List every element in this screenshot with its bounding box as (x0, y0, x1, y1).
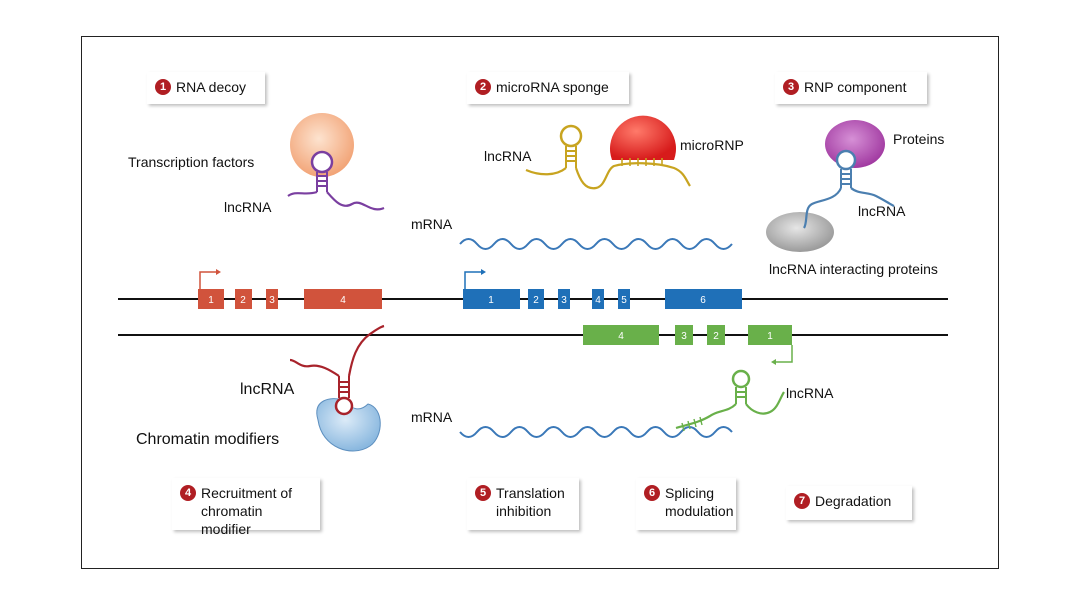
red-exon-label: 2 (240, 295, 246, 306)
lncrna-interacting-proteins-label: lncRNA interacting proteins (769, 261, 938, 277)
lncrna-sponge-label: lncRNA (484, 148, 532, 164)
green-exon-label: 2 (713, 331, 719, 342)
mechanism-label: RNA decoy (176, 79, 247, 95)
mechanism-number-badge: 6 (644, 485, 660, 501)
blue-exon-label: 5 (621, 295, 627, 306)
blue-gene-tss-arrow (464, 271, 481, 290)
transcription-factor-shape (290, 113, 354, 177)
mechanism-label: microRNA sponge (496, 79, 609, 95)
green-gene: 4 3 2 1 (583, 325, 793, 365)
micro-rnp-shape (610, 115, 676, 160)
mechanism-number-badge: 3 (783, 79, 799, 95)
green-gene-tss-arrow (776, 345, 793, 363)
rna-decoy-illustration (287, 113, 385, 211)
mechanism-splicing-modulation: 6 Splicing modulation (636, 478, 736, 530)
green-exon (707, 325, 725, 345)
lncrna-chromatin-label: lncRNA (240, 381, 295, 398)
green-exon (675, 325, 693, 345)
red-exon-label: 3 (269, 295, 275, 306)
splicing-lncrna-illustration (675, 369, 785, 432)
lncrna-splicing-strand (675, 391, 785, 430)
mechanism-number-badge: 7 (794, 493, 810, 509)
blue-exon-label: 3 (561, 295, 567, 306)
interacting-protein-shape (766, 212, 834, 252)
microrNP-label: microRNP (680, 137, 744, 153)
blue-exon (528, 289, 544, 309)
blue-exon-label: 6 (700, 295, 706, 306)
proteins-label: Proteins (893, 131, 945, 147)
mechanism-number-badge: 1 (155, 79, 171, 95)
red-exon (266, 289, 278, 309)
mechanism-label: Recruitment of (201, 485, 293, 501)
mechanism-microrna-sponge: 2 microRNA sponge (467, 72, 629, 104)
mrna-bottom-label: mRNA (411, 409, 453, 425)
mrna-top-label: mRNA (411, 216, 453, 232)
blue-exon (463, 289, 520, 309)
mechanism-label: RNP component (804, 79, 907, 95)
blue-exon (618, 289, 630, 309)
transcription-factors-label: Transcription factors (128, 154, 255, 170)
mechanism-number-badge: 4 (180, 485, 196, 501)
mechanism-rna-decoy: 1 RNA decoy (147, 72, 265, 104)
red-exon-label: 1 (208, 295, 214, 306)
green-exon (748, 325, 792, 345)
mechanism-label: chromatin modifier (201, 503, 263, 537)
mechanism-label: modulation (665, 503, 734, 519)
blue-exon-label: 4 (595, 295, 601, 306)
blue-exon-label: 2 (533, 295, 539, 306)
lncrna-sponge-strand (525, 162, 691, 190)
mechanism-chromatin-recruitment: 4 Recruitment of chromatin modifier (172, 478, 320, 537)
blue-exon-label: 1 (488, 295, 494, 306)
mechanism-degradation: 7 Degradation (786, 486, 912, 520)
green-exon-label: 1 (767, 331, 773, 342)
red-exon (235, 289, 252, 309)
chromatin-modifiers-label: Chromatin modifiers (136, 431, 280, 448)
blue-exon (558, 289, 570, 309)
blue-exon (665, 289, 742, 309)
red-exon (198, 289, 224, 309)
red-exon (304, 289, 382, 309)
rnp-component-illustration (766, 120, 895, 252)
mechanism-translation-inhibition: 5 Translation inhibition (467, 478, 579, 530)
mechanism-label: inhibition (496, 503, 552, 519)
mechanism-number-badge: 2 (475, 79, 491, 95)
mechanism-number-badge: 5 (475, 485, 491, 501)
chromatin-recruitment-illustration (289, 324, 385, 452)
red-gene-tss-arrow (199, 271, 216, 290)
red-gene: 1 2 3 4 (198, 269, 382, 309)
lncrna-decoy-strand (287, 190, 385, 211)
mrna-bottom-wave (459, 426, 733, 438)
mechanism-label: Splicing (665, 485, 715, 501)
red-exon-label: 4 (340, 295, 346, 306)
mechanism-label: Degradation (815, 493, 892, 509)
blue-gene: 1 2 3 4 5 6 (463, 269, 742, 309)
lncrna-splicing-label: lncRNA (786, 385, 834, 401)
green-exon-label: 4 (618, 331, 624, 342)
lncrna-rnp-label: lncRNA (858, 203, 906, 219)
mrna-top-wave (459, 238, 733, 250)
green-exon (583, 325, 659, 345)
blue-exon (592, 289, 604, 309)
lncrna-chromatin-strand (289, 324, 385, 377)
green-exon-label: 3 (681, 331, 687, 342)
mechanism-label: Translation (496, 485, 565, 501)
chromatin-modifier-shape (316, 398, 381, 452)
lncrna-decoy-label: lncRNA (224, 199, 272, 215)
mechanism-rnp-component: 3 RNP component (775, 72, 927, 104)
microrna-sponge-illustration (525, 115, 691, 190)
lncrna-rnp-strand (803, 187, 895, 229)
